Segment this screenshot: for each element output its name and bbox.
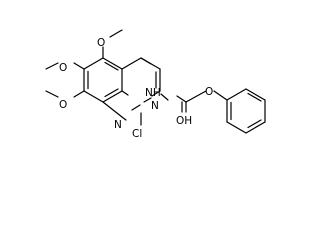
atom-n-1: N [114, 119, 122, 131]
atom-labels: O O O N N Cl NH OH O [59, 37, 213, 140]
atom-n-3: N [151, 100, 159, 112]
atom-nh: NH [145, 87, 161, 99]
atom-o-ester: O [205, 86, 213, 98]
atom-cl: Cl [132, 128, 142, 140]
structure-canvas: O O O N N Cl NH OH O [45, 29, 266, 140]
phenyl-ring [226, 88, 266, 134]
benzo-ring [83, 57, 123, 103]
substituent-bonds [45, 29, 142, 126]
atom-o-8: O [59, 99, 67, 111]
molecule-diagram: O O O N N Cl NH OH O [45, 29, 266, 140]
atom-o-6: O [97, 37, 105, 49]
atom-oh: OH [176, 115, 192, 127]
carbamate-bonds [160, 90, 228, 113]
atom-o-7: O [59, 62, 67, 74]
pyrimidine-ring [102, 57, 161, 121]
